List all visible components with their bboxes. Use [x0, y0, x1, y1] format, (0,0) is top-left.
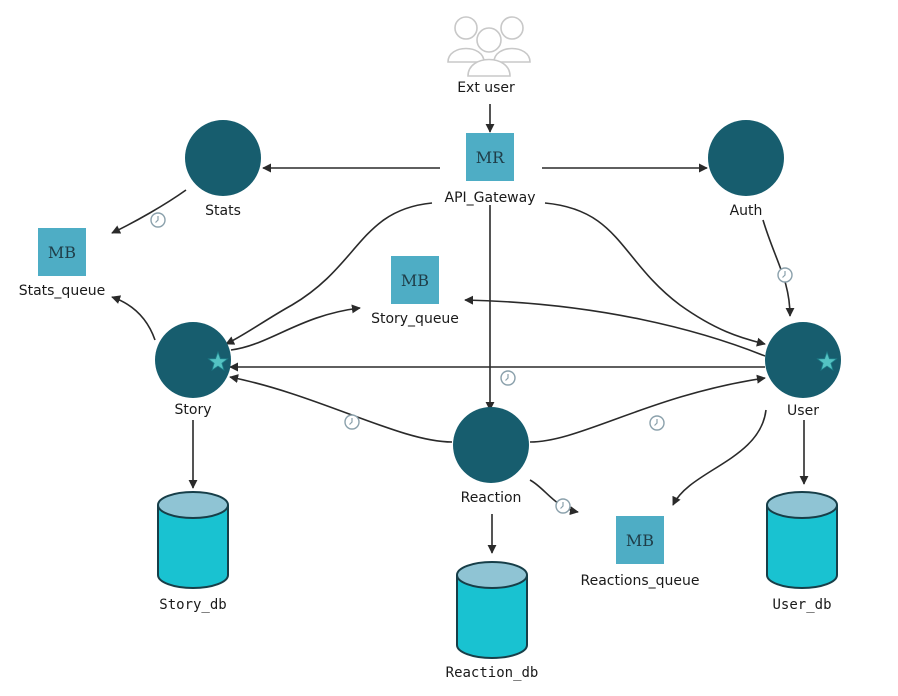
edge-user-to-reactions-queue	[672, 409, 767, 506]
star-icon	[816, 350, 838, 372]
clock-icon	[500, 370, 516, 386]
services	[155, 120, 841, 483]
edge-story-to-stats-queue	[111, 295, 156, 341]
stats-queue-label: Stats_queue	[18, 283, 106, 299]
reactions-queue-badge: MB	[625, 530, 655, 550]
clock-icon	[344, 414, 360, 430]
reactions-queue-label: Reactions_queue	[580, 573, 700, 589]
edge-gateway-to-story	[225, 202, 433, 345]
user-db-cylinder	[766, 491, 838, 589]
users-icon	[447, 16, 531, 77]
story-db-cylinder	[157, 491, 229, 589]
reaction-label: Reaction	[460, 490, 522, 506]
clock-icon	[555, 498, 571, 514]
edge-gateway-to-user	[544, 202, 766, 347]
story-db-label: Story_db	[159, 597, 227, 613]
edge-reaction-to-user	[529, 374, 766, 443]
story-queue-label: Story_queue	[371, 311, 459, 327]
stats-label: Stats	[205, 203, 241, 219]
reaction-service-node	[453, 407, 529, 483]
story-label: Story	[174, 402, 212, 418]
star-icon	[207, 350, 229, 372]
auth-service-node	[708, 120, 784, 196]
edge-user-to-story-queue	[464, 295, 766, 357]
reaction-db-label: Reaction_db	[445, 665, 539, 681]
edge-story-to-story-queue	[230, 304, 361, 351]
edge-stats-to-stats-queue	[111, 189, 187, 234]
story-service-node	[155, 322, 231, 398]
gateway-badge: MR	[475, 147, 505, 167]
reactions-queue-box: MB	[616, 516, 664, 564]
databases	[157, 491, 838, 659]
gateway-label: API_Gateway	[444, 190, 536, 206]
stats-queue-box: MB	[38, 228, 86, 276]
auth-label: Auth	[729, 203, 763, 219]
edge-reaction-to-reactions-queue	[529, 479, 579, 516]
user-db-label: User_db	[772, 597, 832, 613]
gateway-mr-box: MR	[466, 133, 514, 181]
stats-service-node	[185, 120, 261, 196]
clock-icon	[150, 212, 166, 228]
user-label: User	[787, 403, 819, 419]
stats-queue-badge: MB	[47, 242, 77, 262]
edge-reaction-to-story	[229, 374, 453, 443]
ext-user-label: Ext user	[457, 80, 515, 96]
reaction-db-cylinder	[456, 561, 528, 659]
story-queue-box: MB	[391, 256, 439, 304]
clock-icon	[777, 267, 793, 283]
user-service-node	[765, 322, 841, 398]
story-queue-badge: MB	[400, 270, 430, 290]
clock-icon	[649, 415, 665, 431]
